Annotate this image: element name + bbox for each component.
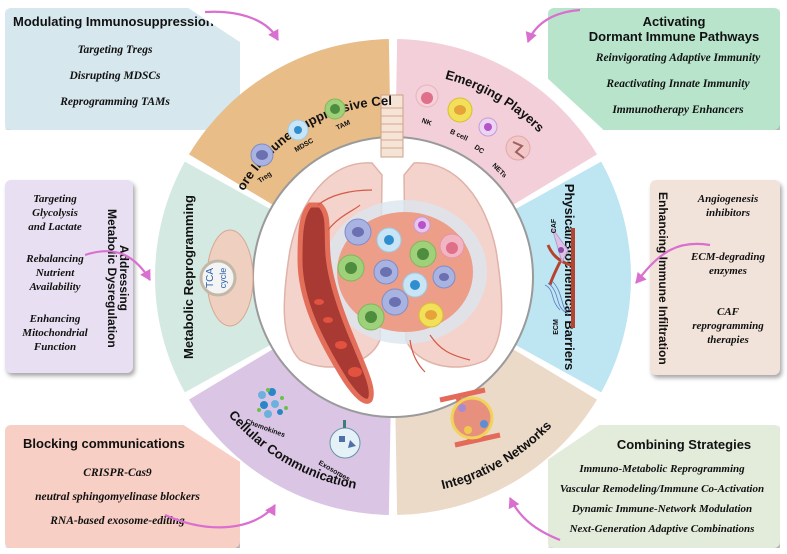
arrowhead-icon xyxy=(140,268,151,281)
card-item: neutral sphingomyelinase blockers xyxy=(35,491,200,503)
mitochondria-illustration: TCA cycle xyxy=(199,229,254,327)
card-item: CAF reprogramming therapies xyxy=(676,305,780,347)
card-item: CRISPR-Cas9 xyxy=(83,467,152,479)
card-item-line: Rebalancing xyxy=(26,253,84,265)
tumor-mass-icon xyxy=(337,212,473,332)
card-item: Dynamic Immune-Network Modulation xyxy=(571,503,753,515)
tca-cycle-icon xyxy=(199,259,237,297)
arrow-to-physical xyxy=(635,242,711,284)
network-illustration xyxy=(439,387,501,448)
card-title-line: Dormant Immune Pathways xyxy=(588,29,760,44)
arrowheads xyxy=(140,28,647,517)
card-item-line: ECM-degrading xyxy=(691,251,765,263)
caf-cell-icon xyxy=(551,227,569,264)
segment-label-metabolic: Metabolic Reprogramming xyxy=(181,195,196,359)
ring-segment-emerging xyxy=(395,39,598,205)
card-item-line: and Lactate xyxy=(28,221,82,233)
card-item: Angiogenesis inhibitors xyxy=(676,192,780,220)
card-item-line: CAF xyxy=(716,306,739,318)
card-combining-strategies: Combining Strategies Immuno-Metabolic Re… xyxy=(548,425,780,548)
card-item: Immuno-Metabolic Reprogramming xyxy=(579,463,745,475)
card-item-line: Glycolysis xyxy=(32,207,78,219)
card-title: Addressing Metabolic Dysregulation xyxy=(105,188,131,368)
cell-label: CAF xyxy=(551,218,558,233)
ring-segment-integrative xyxy=(395,349,598,515)
nets-icon xyxy=(505,135,531,161)
ring-segment-core xyxy=(188,39,391,205)
card-title: Blocking communications xyxy=(23,436,185,451)
arrowhead-icon xyxy=(525,31,537,43)
cell-label: ECM xyxy=(553,319,560,335)
card-item-line: Nutrient xyxy=(35,267,75,279)
card-title-line: Metabolic Dysregulation xyxy=(105,208,119,348)
card-item-line: enzymes xyxy=(709,265,747,277)
card-item-line: reprogramming xyxy=(692,320,764,332)
card-title: Modulating Immunosuppression xyxy=(13,14,214,29)
card-item: Reactivating Innate Immunity xyxy=(606,78,750,90)
blood-vessel-icon xyxy=(297,202,374,404)
card-activating-dormant-pathways: Activating Dormant Immune Pathways Reinv… xyxy=(548,8,780,130)
barrier-illustration: CAF ECM xyxy=(544,218,575,335)
card-item: Next-Generation Adaptive Combinations xyxy=(569,523,755,535)
cell-label: DC xyxy=(473,144,485,156)
card-modulating-immunosuppression: Modulating Immunosuppression Targeting T… xyxy=(5,8,240,130)
card-item-line: Angiogenesis xyxy=(697,193,759,205)
cycle-label: cycle xyxy=(218,268,228,289)
card-item-line: therapies xyxy=(707,334,749,346)
trachea-icon xyxy=(380,94,404,158)
card-item: Immunotherapy Enhancers xyxy=(612,104,744,116)
card-title-line: Addressing xyxy=(117,244,131,311)
card-item: Rebalancing Nutrient Availability xyxy=(5,252,105,294)
card-item-line: Availability xyxy=(29,281,81,293)
card-addressing-metabolic-dysregulation: Targeting Glycolysis and Lactate Rebalan… xyxy=(5,180,133,373)
card-item-line: Targeting xyxy=(33,193,77,205)
card-title: Combining Strategies xyxy=(616,437,752,452)
card-item: Targeting Tregs xyxy=(77,44,153,56)
arrow-to-emerging xyxy=(526,8,581,43)
arrowhead-icon xyxy=(508,497,520,510)
card-enhancing-immune-infiltration: Enhancing Immune Infiltration Angiogenes… xyxy=(650,180,780,375)
ecm-fibers-icon xyxy=(544,280,569,316)
card-item: Targeting Glycolysis and Lactate xyxy=(5,192,105,234)
card-item: RNA-based exosome-editing xyxy=(50,515,185,527)
tca-label: TCA xyxy=(205,268,216,288)
card-item: Reprogramming TAMs xyxy=(60,96,170,108)
arrowhead-icon xyxy=(268,28,279,41)
card-title: Activating Dormant Immune Pathways xyxy=(568,14,780,44)
card-item: Disrupting MDSCs xyxy=(69,70,161,82)
card-item: ECM-degrading enzymes xyxy=(676,250,780,278)
arrowhead-icon xyxy=(265,504,276,517)
card-title-line: Activating xyxy=(642,14,706,29)
arrow-to-metabolic xyxy=(84,250,151,281)
tumor-cluster-icon xyxy=(450,396,494,440)
lungs-illustration xyxy=(283,94,503,404)
card-title: Enhancing Immune Infiltration xyxy=(656,192,670,365)
card-blocking-communications: Blocking communications CRISPR-Cas9 neut… xyxy=(5,425,240,548)
card-item-line: Function xyxy=(33,341,77,353)
card-item: Vascular Remodeling/Immune Co-Activation xyxy=(559,483,765,495)
card-item: Reinvigorating Adaptive Immunity xyxy=(595,52,761,64)
emerging-cells: NK B cell DC NETs xyxy=(415,84,531,180)
arrow-to-core xyxy=(204,10,279,41)
card-item-line: inhibitors xyxy=(705,207,751,219)
vessel-icon xyxy=(571,228,575,328)
arrowhead-icon xyxy=(635,271,647,284)
cell-label: NK xyxy=(421,118,433,128)
arrow-to-cellular xyxy=(164,504,276,529)
ring-segment-cellular xyxy=(188,349,391,515)
card-item-line: Mitochondrial xyxy=(22,327,88,339)
chemokines-icon xyxy=(257,388,288,418)
exosome-icon xyxy=(329,427,361,459)
card-item-line: Enhancing xyxy=(29,313,81,325)
card-item: Enhancing Mitochondrial Function xyxy=(5,312,105,354)
